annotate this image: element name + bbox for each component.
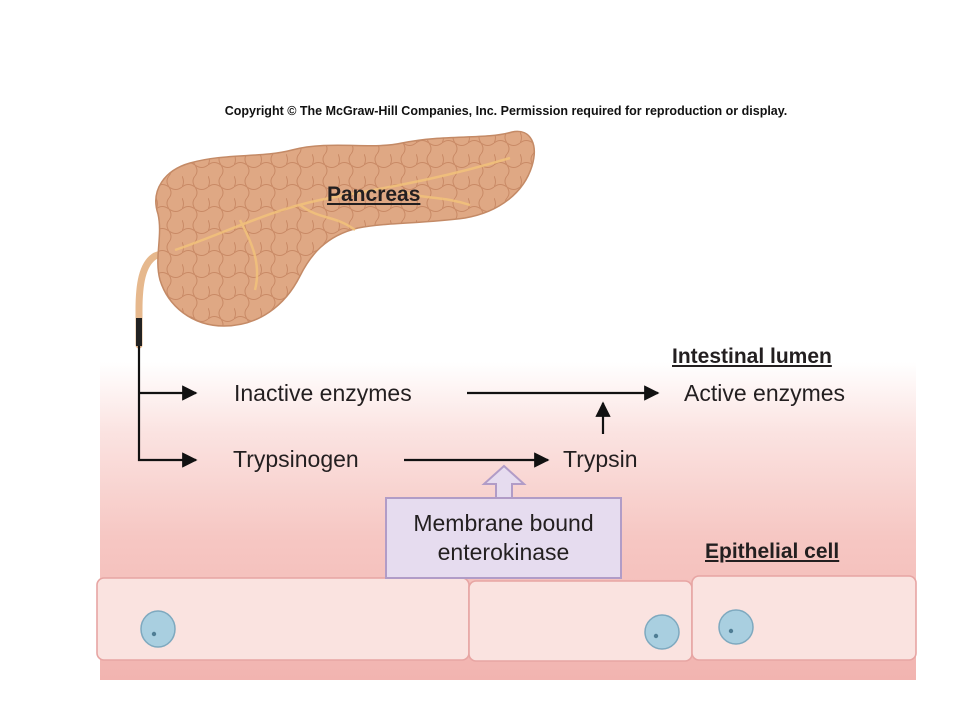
nucleus-3 [718,609,754,645]
inactive-enzymes-label: Inactive enzymes [234,380,412,406]
secretion-line [137,318,198,468]
pancreas-label: Pancreas [327,183,421,206]
intestinal-lumen-label: Intestinal lumen [672,345,832,368]
enterokinase-line-2: enterokinase [437,539,570,565]
nucleus-2 [644,614,680,650]
enterokinase-line-1: Membrane bound [413,510,594,536]
trypsinogen-label: Trypsinogen [233,446,359,472]
active-enzymes-label: Active enzymes [684,380,846,406]
pancreas-veins [174,156,511,291]
enterokinase-hollow-arrow [481,464,527,497]
pancreas-organ [135,130,535,349]
epithelial-cells [96,575,917,662]
epithelial-cell-label: Epithelial cell [705,540,840,563]
enterokinase-box: Membrane bound enterokinase [385,497,622,579]
nucleus-1 [140,610,176,648]
copyright-notice: Copyright © The McGraw-Hill Companies, I… [224,104,788,118]
pancreas-body [155,130,535,327]
duct-segment-dark [136,318,142,346]
trypsin-label: Trypsin [563,446,638,472]
